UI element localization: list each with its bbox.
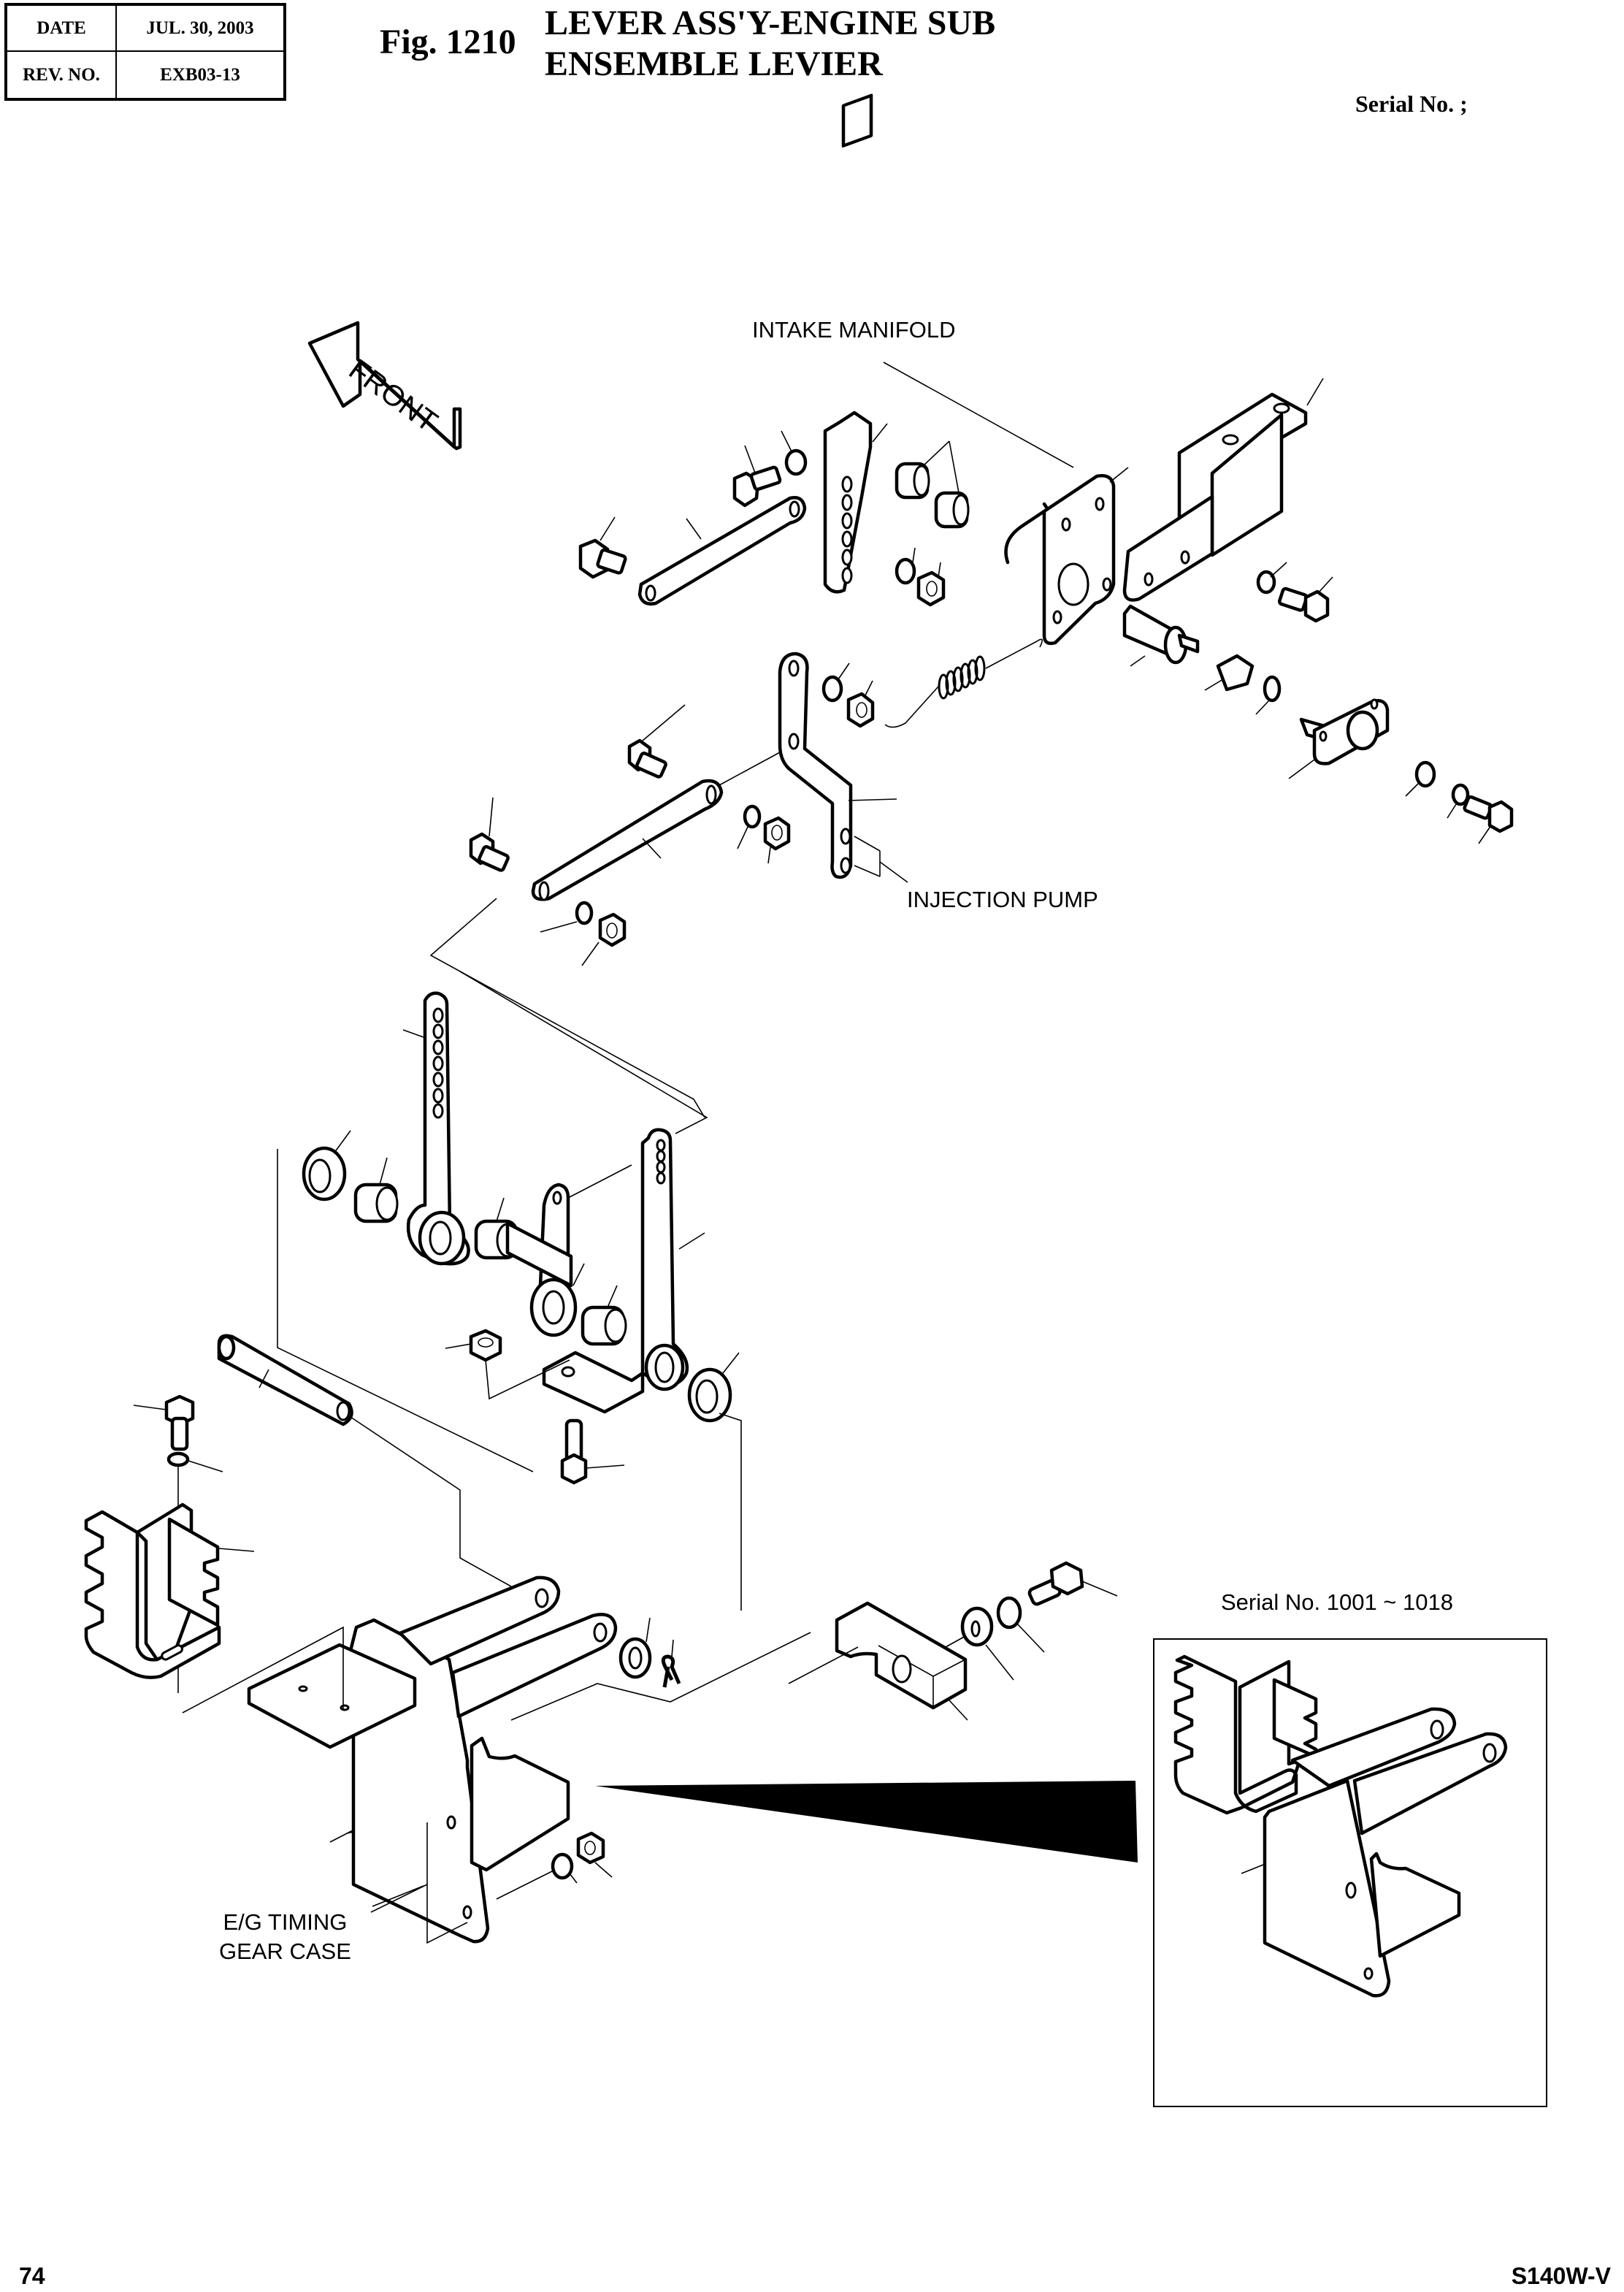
flat-washer [687,1352,742,1611]
date-label: DATE [7,6,117,52]
flat-washer [1405,760,1436,797]
rev-value: EXB03-13 [160,64,240,85]
inset-variant-drawing [1153,1638,1547,2107]
spring-washer [821,662,850,703]
main-bracket [182,1575,618,1944]
z-bracket [778,652,908,883]
stopper-block-group [595,1561,1138,1863]
front-direction-arrow: FRONT [307,321,462,451]
serial-number-label: Serial No. ; [1355,91,1468,117]
bolt [1277,576,1333,623]
title-english: LEVER ASS'Y-ENGINE SUB [545,4,996,42]
nut [581,912,627,966]
lower-bracket-group [84,1334,811,1944]
upper-linkage-group [578,93,1514,844]
clip-pin [661,1639,681,1688]
spring-washer [996,1596,1045,1653]
spring-washer [496,1852,578,1900]
collar [581,1285,627,1346]
nut [916,562,946,607]
model-code: S140W-V [1511,2263,1611,2289]
label-intake-manifold: INTAKE MANIFOLD [752,317,956,343]
revision-table: DATE JUL. 30, 2003 REV. NO. EXB03-13 [4,3,286,101]
short-lever [542,1128,705,1414]
bolt [578,516,627,579]
bolt [133,1394,195,1451]
flat-washer [302,1130,351,1202]
spacer [1204,654,1255,692]
date-value: JUL. 30, 2003 [117,6,283,52]
figure-title: LEVER ASS'Y-ENGINE SUB ENSEMBLE LEVIER [545,3,995,85]
label-timing-gear-case-line1: E/G TIMING [223,1909,348,1935]
middle-linkage-group [429,638,1043,1118]
spring-washer [895,547,916,585]
bolt [469,797,510,872]
nut [576,1831,613,1878]
rev-label: REV. NO. [7,52,117,98]
l-bracket [1122,378,1324,602]
collar [353,1157,399,1223]
flat-washer [618,1617,652,1679]
collar [895,462,930,500]
page-number: 74 [19,2263,45,2289]
bolt [1463,795,1514,844]
stopper-lever [505,1164,632,1337]
label-timing-gear-case-line2: GEAR CASE [219,1938,351,1964]
spring-washer [781,430,808,476]
tension-spring [884,638,1043,728]
spring-washer [1447,783,1470,819]
slotted-bracket [84,1502,255,1679]
link-rod [531,752,781,901]
flat-washer [945,1606,1014,1681]
nut [763,816,791,864]
link-rod [637,496,807,606]
bolt [1027,1561,1118,1606]
title-french: ENSEMBLE LEVIER [545,45,883,83]
stopper-block [788,1601,968,1721]
inset-caption: Serial No. 1001 ~ 1018 [1221,1589,1453,1615]
flanged-shaft [1288,698,1390,779]
lever-shaft-group [277,971,742,1611]
shaft [1122,604,1200,667]
inset-pointer [595,1781,1138,1863]
slotted-lever [402,991,470,1266]
bolt [560,1418,625,1485]
label-timing-gear-case: E/G TIMING GEAR CASE [219,1908,351,1966]
nut [445,1329,570,1400]
figure-number: Fig. 1210 [380,23,516,61]
pivot-pin [217,1334,512,1587]
spring-washer [540,901,594,933]
nut [846,680,875,728]
collar [922,440,970,529]
snap-ring [1255,675,1282,715]
perforated-lever [823,93,888,594]
spring-washer [1256,562,1287,595]
bolt [732,445,782,508]
spring-washer [737,804,762,849]
bolt [627,704,686,779]
mounting-plate [1004,467,1129,646]
label-injection-pump: INJECTION PUMP [907,887,1098,912]
